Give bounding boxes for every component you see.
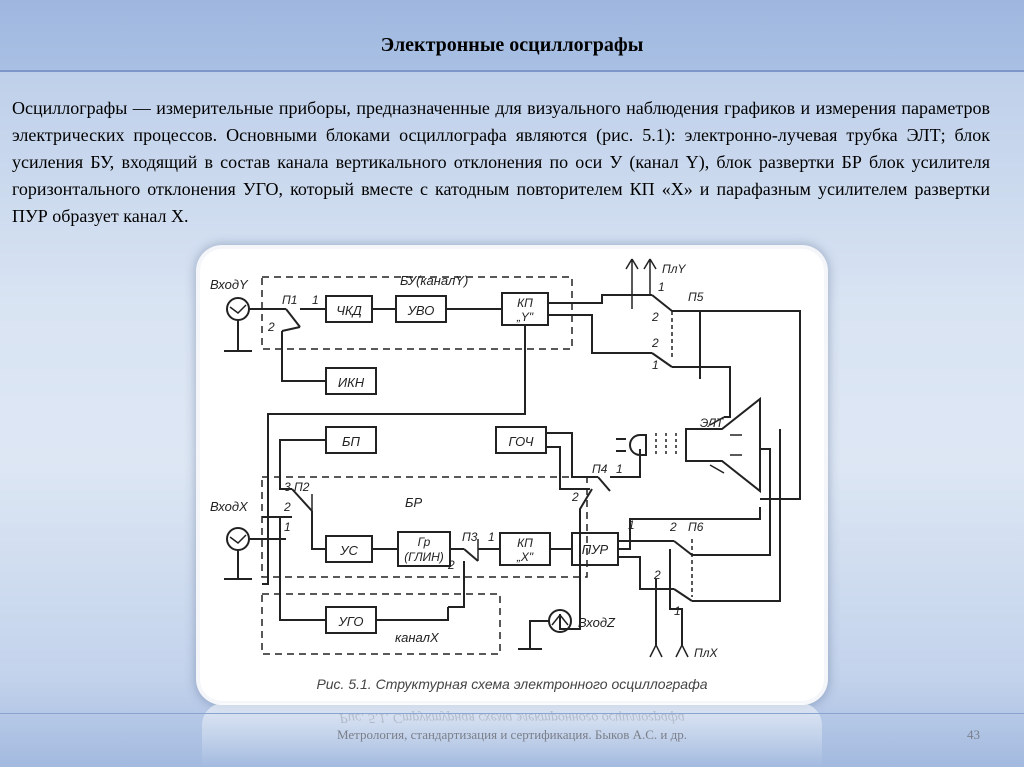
switch-p4 [597,476,611,492]
svg-text:1: 1 [616,462,623,476]
block-goch [495,426,547,454]
svg-text:(ГЛИН): (ГЛИН) [404,550,444,564]
footer-divider [0,713,1024,714]
svg-text:КП: КП [517,536,533,550]
svg-text:ПУР: ПУР [582,542,609,557]
svg-text:УС: УС [339,543,358,558]
p1-pin-1: 1 [312,293,319,307]
bu-group-label: БУ(каналY) [400,273,468,288]
crt-cathode [628,434,647,456]
svg-text:1: 1 [628,518,635,532]
terminal-pl-x: ПлX [694,646,718,660]
header-divider [0,70,1024,72]
svg-text:ЧКД: ЧКД [336,303,362,318]
kanal-x-group-label: каналX [395,630,440,645]
p1-pin-2: 2 [267,320,275,334]
svg-text:1: 1 [674,604,681,618]
slide-body-text: Осциллографы — измерительные приборы, пр… [12,98,990,226]
switch-p5-label: П5 [688,290,704,304]
svg-text:УГО: УГО [337,614,363,629]
switch-p4-label: П4 [592,462,608,476]
svg-text:2: 2 [447,558,455,572]
input-z-label: ВходZ [578,615,616,630]
switch-p5 [651,294,673,312]
kp-y-to-bp-wire [262,325,526,585]
terminal-pl-y: ПлY [662,262,686,276]
block-ikn [325,367,377,395]
slide-title: Электронные осциллографы [380,34,644,56]
svg-text:2: 2 [651,310,659,324]
svg-text:3: 3 [284,480,291,494]
switch-p6-label: П6 [688,520,704,534]
svg-text:2: 2 [283,500,291,514]
svg-text:„X": „X" [516,550,534,564]
br-group-frame [261,476,588,578]
switch-p3 [463,548,479,562]
input-y-label: ВходY [210,277,249,292]
switch-p6 [673,540,693,556]
svg-text:2: 2 [651,336,659,350]
switch-p3-label: П3 [462,530,478,544]
svg-text:2: 2 [669,520,677,534]
input-y-connector [226,297,250,321]
slide-footer: Метрология, стандартизация и сертификаци… [337,727,687,742]
switch-p1 [285,308,301,328]
header-band [0,0,1024,70]
switch-p1-label: П1 [282,293,297,307]
diagram-caption: Рис. 5.1. Структурная схема электронного… [316,676,707,692]
svg-text:2: 2 [571,490,579,504]
diagram-figure: БУ(каналY) БР каналX ВходY П1 1 2 ЧКД УВ… [200,249,824,701]
br-group-label: БР [405,495,422,510]
svg-text:ИКН: ИКН [338,375,365,390]
input-x-label: ВходX [210,499,249,514]
svg-text:„Y": „Y" [516,310,534,324]
kanal-x-group-frame [261,593,501,655]
reflection-caption: Рис. 5.1. Структурная схема электронного… [339,710,685,725]
crt-tube [685,396,761,494]
svg-text:1: 1 [652,358,659,372]
svg-text:Гр: Гр [418,535,431,549]
svg-text:1: 1 [488,530,495,544]
svg-text:1: 1 [284,520,291,534]
svg-text:2: 2 [653,568,661,582]
svg-text:КП: КП [517,296,533,310]
svg-text:БП: БП [342,434,360,449]
svg-text:ГОЧ: ГОЧ [508,434,533,449]
oscilloscope-block-diagram: БУ(каналY) БР каналX ВходY П1 1 2 ЧКД УВ… [210,258,801,692]
switch-p2 [291,488,313,512]
input-x-connector [226,527,250,551]
switch-p2-label: П2 [294,480,310,494]
slide-number: 43 [967,727,980,742]
svg-text:УВО: УВО [407,303,435,318]
svg-text:1: 1 [658,280,665,294]
